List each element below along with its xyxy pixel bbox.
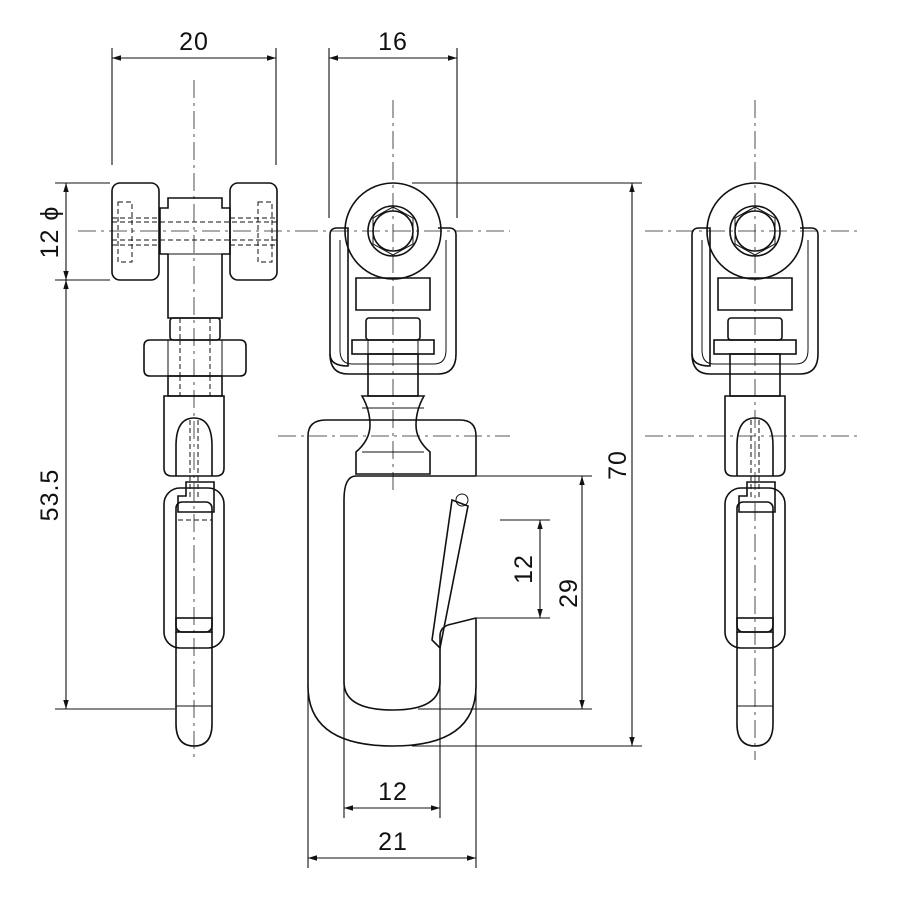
side-view-nut xyxy=(143,339,247,377)
dimension-12-inner-width: 12 xyxy=(343,682,441,818)
dimension-label-53-5: 53.5 xyxy=(36,469,64,522)
dimension-53-5: 53.5 xyxy=(36,280,175,710)
dimension-label-70: 70 xyxy=(604,450,632,480)
side-view-hook xyxy=(163,481,225,747)
rear-view-neck xyxy=(713,277,797,397)
dimension-label-29: 29 xyxy=(555,578,583,608)
dimension-29: 29 xyxy=(418,475,592,710)
side-view-swivel xyxy=(163,395,225,500)
rear-view-wheel xyxy=(706,182,804,280)
side-view: 20 12 ϕ 53.5 xyxy=(36,28,300,760)
front-view-snap-hook xyxy=(307,419,477,747)
rear-view-bracket xyxy=(691,227,819,375)
dimension-label-12-phi: 12 ϕ xyxy=(36,206,64,259)
rear-view xyxy=(645,100,862,760)
side-view-carrier-body xyxy=(159,197,231,341)
front-view-neck xyxy=(351,277,435,397)
rear-view-swivel xyxy=(724,395,786,500)
dimension-label-12-opening: 12 xyxy=(510,554,538,584)
side-view-left-wheel xyxy=(111,182,160,281)
dimension-16: 16 xyxy=(328,28,458,218)
front-view-swivel xyxy=(355,395,431,475)
front-view: 16 70 29 12 12 xyxy=(278,28,642,868)
dimension-21: 21 xyxy=(307,686,477,868)
front-view-bracket xyxy=(329,227,457,375)
dimension-label-20: 20 xyxy=(179,28,209,56)
side-view-shaft xyxy=(167,375,223,397)
side-view-right-wheel xyxy=(229,182,278,281)
dimension-label-16: 16 xyxy=(378,28,408,56)
dimension-12-opening: 12 xyxy=(476,519,550,619)
front-view-wheel xyxy=(344,182,442,280)
dimension-20: 20 xyxy=(111,28,277,165)
dimension-label-12-inner-width: 12 xyxy=(378,778,408,806)
dimension-12-phi: 12 ϕ xyxy=(36,182,110,281)
dimension-label-21: 21 xyxy=(378,828,408,856)
dimension-70: 70 xyxy=(412,182,642,747)
rear-view-hook xyxy=(724,481,786,747)
